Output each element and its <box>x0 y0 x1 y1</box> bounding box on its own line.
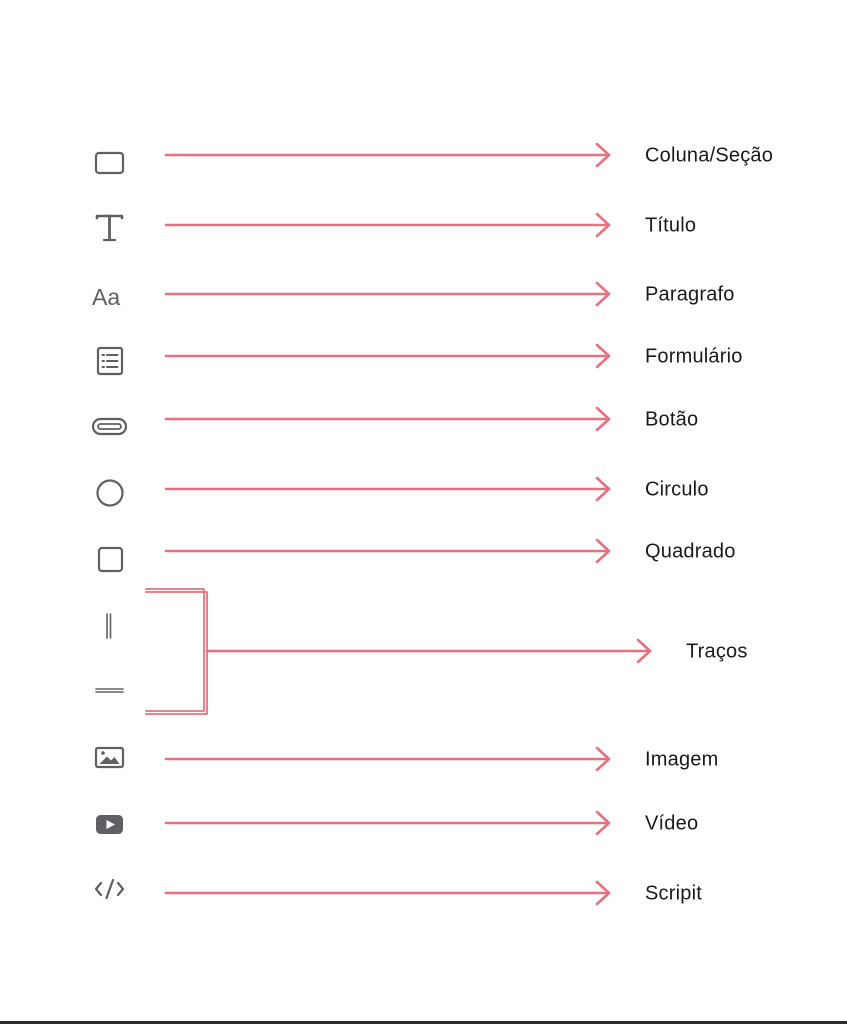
arrow-formulario <box>164 343 611 369</box>
code-icon <box>94 878 125 900</box>
text-icon <box>95 214 124 242</box>
label-botao: Botão <box>645 408 699 431</box>
rectangle-icon <box>94 151 125 175</box>
font-icon: Aa <box>92 284 120 310</box>
arrow-video <box>164 810 611 836</box>
arrow-quadrado <box>164 538 611 564</box>
label-formulario: Formulário <box>645 345 743 368</box>
svg-text:Aa: Aa <box>92 284 120 310</box>
label-quadrado: Quadrado <box>645 540 736 563</box>
arrow-circulo <box>164 476 611 502</box>
arrow-imagem <box>164 746 611 772</box>
bottom-border <box>0 1021 847 1024</box>
circle-icon <box>96 479 124 507</box>
arrow-coluna <box>164 142 611 168</box>
arrow-paragrafo <box>164 281 611 307</box>
square-icon <box>97 546 124 573</box>
label-circulo: Circulo <box>645 478 709 501</box>
arrow-titulo <box>164 212 611 238</box>
arrow-scripit <box>164 880 611 906</box>
label-video: Vídeo <box>645 812 699 835</box>
tracos-bracket <box>145 588 208 715</box>
image-icon <box>94 746 125 769</box>
horizontal-line-icon <box>95 688 124 693</box>
label-scripit: Scripit <box>645 882 702 905</box>
button-pill-icon <box>91 417 128 436</box>
form-list-icon <box>96 346 124 376</box>
video-icon <box>96 815 123 834</box>
label-paragrafo: Paragrafo <box>645 283 735 306</box>
label-coluna-secao: Coluna/Seção <box>645 144 774 167</box>
label-tracos: Traços <box>686 640 748 663</box>
vertical-line-icon <box>106 613 112 639</box>
arrow-tracos <box>205 638 652 664</box>
arrow-botao <box>164 406 611 432</box>
label-titulo: Título <box>645 214 697 237</box>
label-imagem: Imagem <box>645 748 719 771</box>
